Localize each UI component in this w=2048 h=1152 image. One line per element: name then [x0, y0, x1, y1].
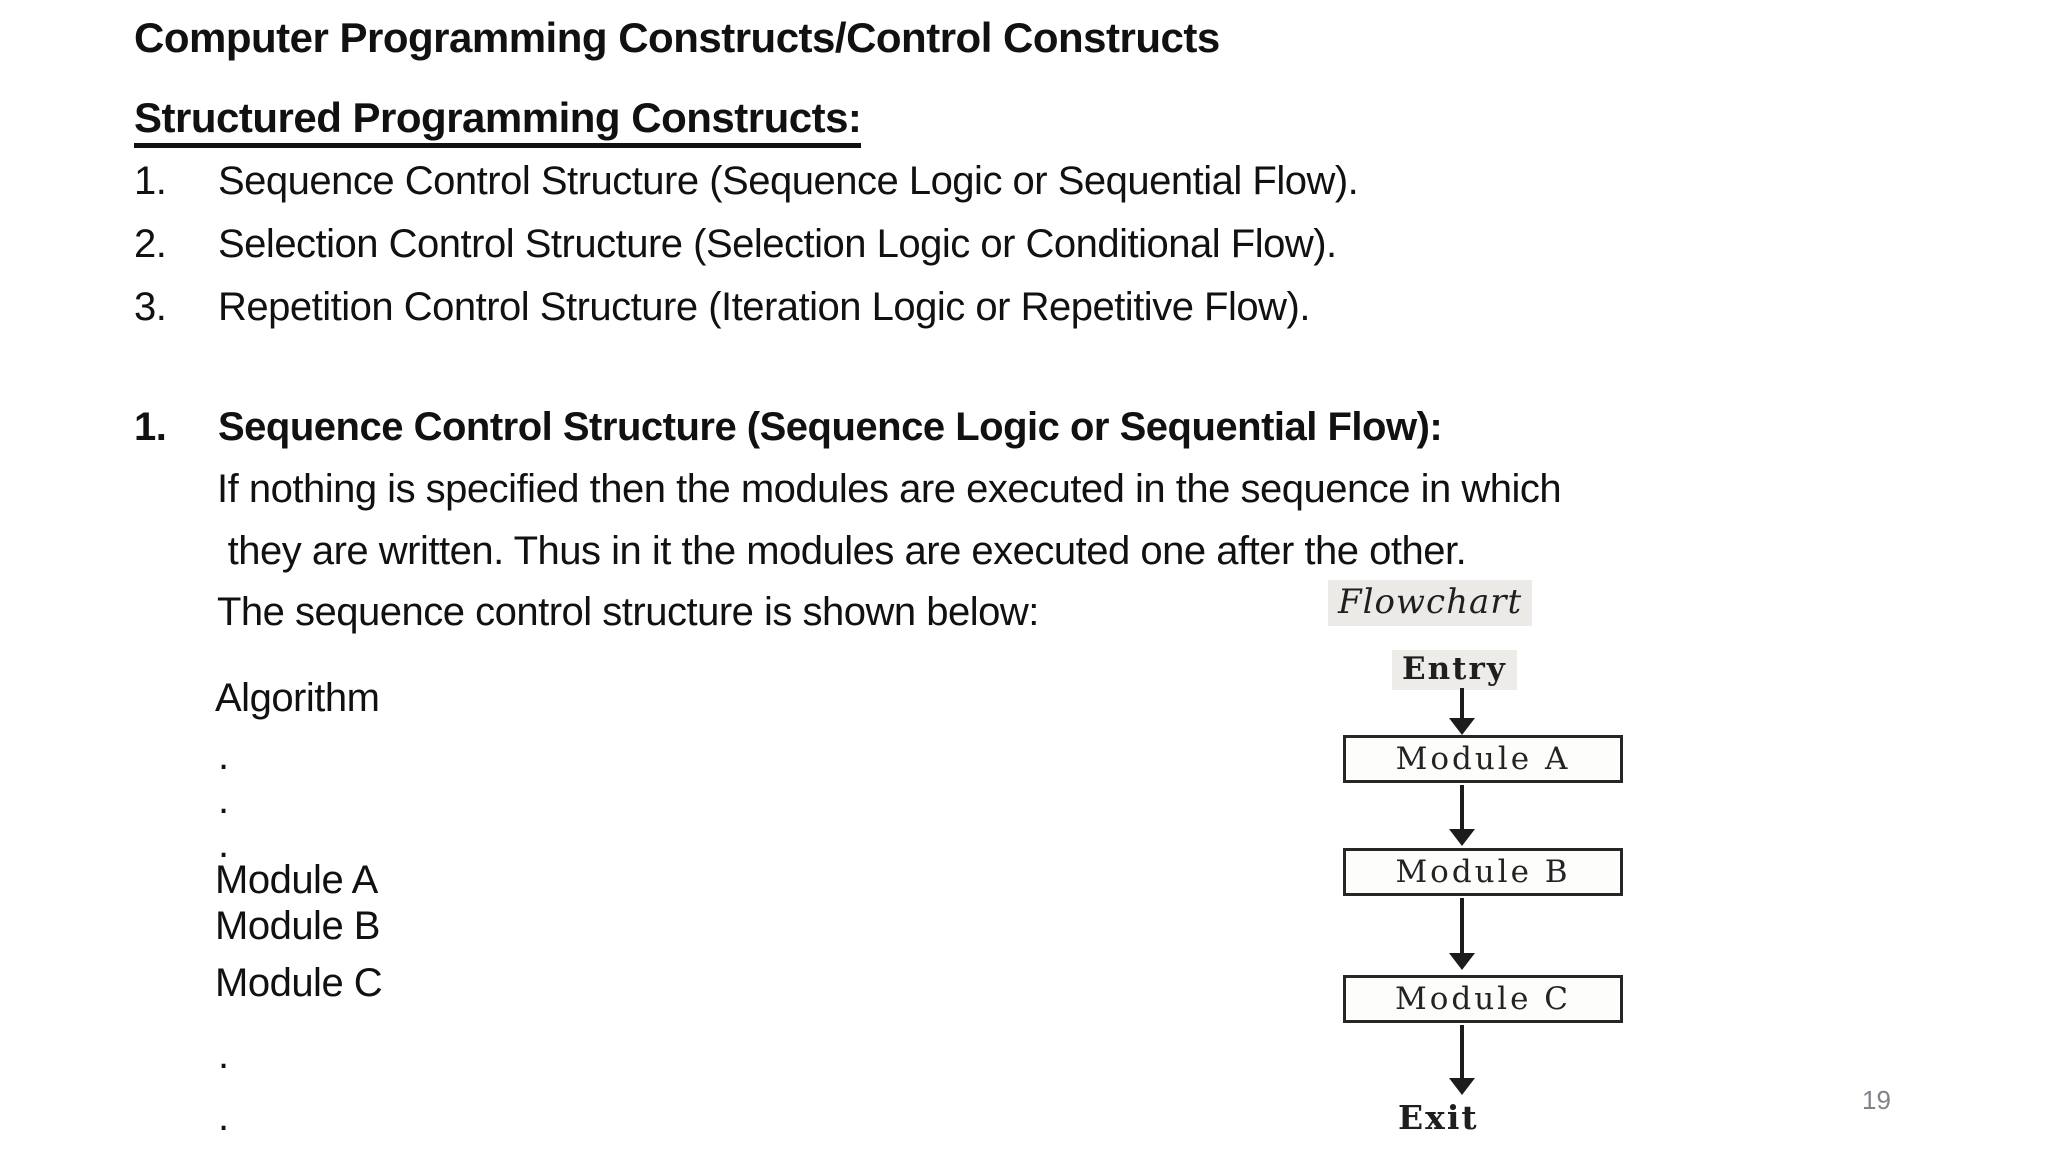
- body-line: If nothing is specified then the modules…: [217, 467, 1562, 511]
- down-arrow-icon: [1449, 785, 1475, 846]
- page-number: 19: [1862, 1085, 1891, 1115]
- algorithm-label: Algorithm: [215, 676, 380, 720]
- ellipsis-dot: .: [218, 1033, 230, 1077]
- list-item-number: 3.: [134, 285, 167, 329]
- list-item-text: Repetition Control Structure (Iteration …: [218, 285, 1310, 329]
- body-line: they are written. Thus in it the modules…: [217, 529, 1467, 573]
- list-item: 1. Sequence Control Structure (Sequence …: [0, 159, 2048, 209]
- body-line: The sequence control structure is shown …: [217, 590, 1039, 634]
- page-title: Computer Programming Constructs/Control …: [134, 14, 1220, 61]
- flowchart-box-label: Module A: [1395, 741, 1571, 777]
- flowchart-box-label: Module C: [1394, 981, 1572, 1017]
- ellipsis-dot: .: [218, 1095, 230, 1139]
- section-number: 1.: [134, 405, 167, 449]
- ellipsis-dot: .: [218, 778, 230, 822]
- flowchart-entry-label: Entry: [1392, 650, 1517, 690]
- list-item-number: 2.: [134, 222, 167, 266]
- down-arrow-icon: [1449, 688, 1475, 735]
- flowchart-box-label: Module B: [1395, 854, 1571, 890]
- flowchart-title: Flowchart: [1328, 580, 1533, 626]
- section-heading: Sequence Control Structure (Sequence Log…: [218, 405, 1443, 449]
- algorithm-module: Module B: [215, 904, 380, 948]
- list-item-text: Sequence Control Structure (Sequence Log…: [218, 159, 1359, 203]
- flowchart-box-module-c: Module C: [1343, 975, 1623, 1023]
- list-item-number: 1.: [134, 159, 167, 203]
- section-heading-row: 1. Sequence Control Structure (Sequence …: [0, 405, 2048, 455]
- ellipsis-dot: .: [218, 822, 230, 866]
- down-arrow-icon: [1449, 1025, 1475, 1095]
- ellipsis-dot: .: [218, 734, 230, 778]
- algorithm-module: Module C: [215, 961, 383, 1005]
- list-item: 2. Selection Control Structure (Selectio…: [0, 222, 2048, 272]
- down-arrow-icon: [1449, 898, 1475, 970]
- flowchart-exit-label: Exit: [1398, 1098, 1479, 1137]
- list-item: 3. Repetition Control Structure (Iterati…: [0, 285, 2048, 335]
- algorithm-module: Module A: [215, 858, 378, 902]
- list-item-text: Selection Control Structure (Selection L…: [218, 222, 1337, 266]
- structured-constructs-heading: Structured Programming Constructs:: [134, 94, 862, 148]
- flowchart-box-module-b: Module B: [1343, 848, 1623, 896]
- flowchart-box-module-a: Module A: [1343, 735, 1623, 783]
